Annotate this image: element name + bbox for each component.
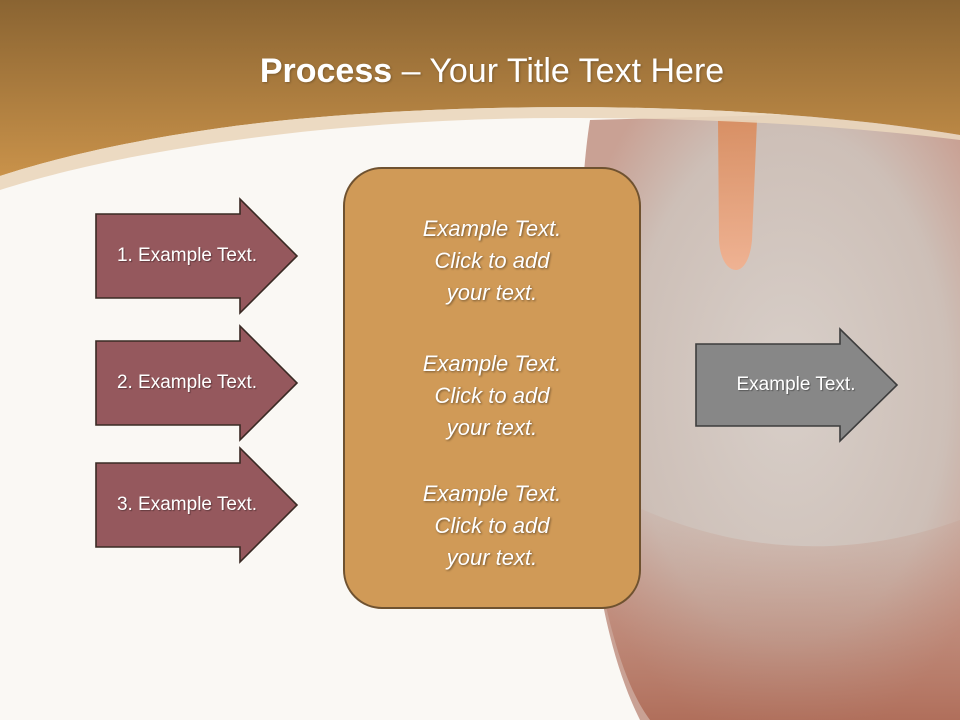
title-bold: Process — [259, 52, 393, 90]
center-text-line: Example Text. — [422, 216, 562, 241]
center-text-line: your text. — [446, 280, 538, 305]
center-text-line: your text. — [446, 545, 538, 570]
header-band — [0, 0, 960, 176]
arrow-label-2: 2. Example Text. — [116, 372, 258, 393]
center-text-line: Example Text. — [422, 351, 562, 376]
output-arrow-shape — [695, 327, 899, 443]
arrow-shape-3 — [95, 446, 299, 564]
arrow-label-1: 1. Example Text. — [116, 245, 258, 266]
center-text-line: Click to add — [434, 248, 550, 273]
output-arrow-label: Example Text. — [736, 374, 856, 395]
center-text-block-1: Example Text. Click to add your text. — [344, 213, 640, 309]
center-text-line: Click to add — [434, 383, 550, 408]
arrow-label-3: 3. Example Text. — [116, 494, 258, 515]
title-rest: – Your Title Text Here — [392, 52, 725, 90]
arrow-shape-1 — [95, 197, 299, 315]
center-text-line: Example Text. — [422, 481, 562, 506]
center-box — [343, 167, 641, 609]
center-text-line: your text. — [446, 415, 538, 440]
wine-drip-shape — [718, 120, 757, 270]
arrow-shape-2 — [95, 324, 299, 442]
center-text-block-2: Example Text. Click to add your text. — [344, 348, 640, 444]
slide-title: Process – Your Title Text Here — [0, 52, 960, 91]
center-text-line: Click to add — [434, 513, 550, 538]
center-text-block-3: Example Text. Click to add your text. — [344, 478, 640, 574]
